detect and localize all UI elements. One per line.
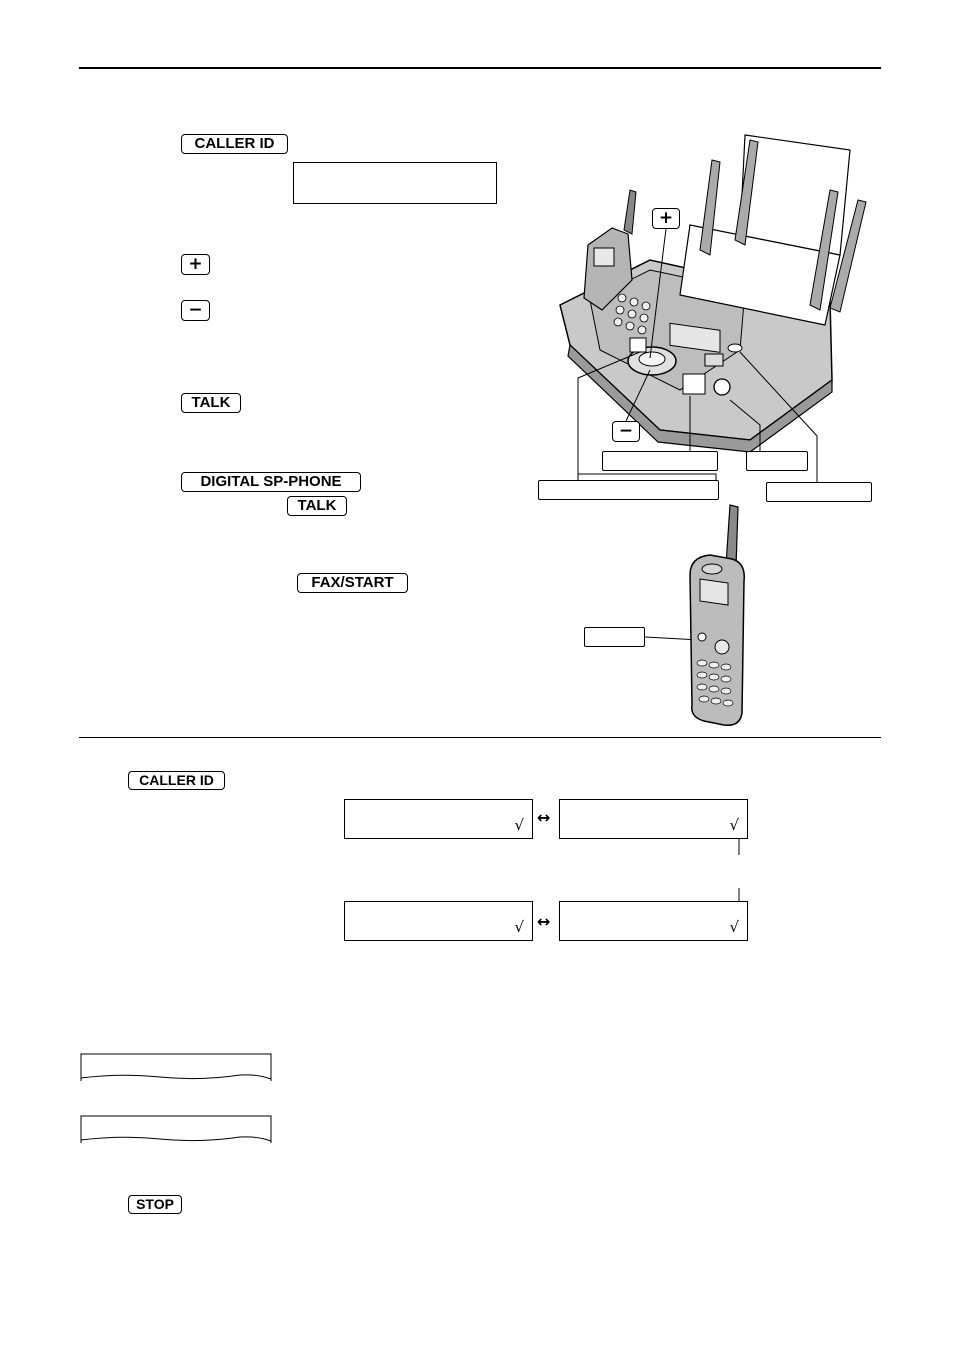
fax-machine-illustration <box>559 134 867 453</box>
lcd-display-1: √ <box>344 799 533 839</box>
check-mark-1: √ <box>514 816 524 834</box>
check-mark-3: √ <box>514 918 524 936</box>
cordless-handset-illustration <box>689 504 745 726</box>
plus-key[interactable]: + <box>181 254 210 275</box>
digital-sp-phone-key[interactable]: DIGITAL SP-PHONE <box>181 472 361 492</box>
callout-box-2 <box>746 451 808 471</box>
diagram-plus-label: + <box>652 208 680 229</box>
caller-id-key-top[interactable]: CALLER ID <box>181 134 288 154</box>
callout-box-1 <box>602 451 718 471</box>
section-divider <box>79 737 881 738</box>
lcd-display-top <box>293 162 497 204</box>
lcd-display-3: √ <box>344 901 533 941</box>
stop-key[interactable]: STOP <box>128 1195 182 1214</box>
lcd-display-2: √ <box>559 799 748 839</box>
check-mark-2: √ <box>729 816 739 834</box>
printout-box-1 <box>80 1053 272 1081</box>
printout-box-2 <box>80 1115 272 1143</box>
caller-id-key-bottom[interactable]: CALLER ID <box>128 771 225 790</box>
diagram-minus-label: − <box>612 421 640 442</box>
callout-box-handset <box>584 627 645 647</box>
top-rule <box>79 67 881 69</box>
talk-key-1[interactable]: TALK <box>181 393 241 413</box>
check-mark-4: √ <box>729 918 739 936</box>
minus-key[interactable]: − <box>181 300 210 321</box>
toggle-arrow-1: ↔ <box>537 808 551 827</box>
toggle-arrow-2: ↔ <box>537 912 551 931</box>
callout-box-3 <box>538 480 719 500</box>
callout-box-4 <box>766 482 872 502</box>
talk-key-2[interactable]: TALK <box>287 496 347 516</box>
lcd-display-4: √ <box>559 901 748 941</box>
fax-start-key[interactable]: FAX/START <box>297 573 408 593</box>
